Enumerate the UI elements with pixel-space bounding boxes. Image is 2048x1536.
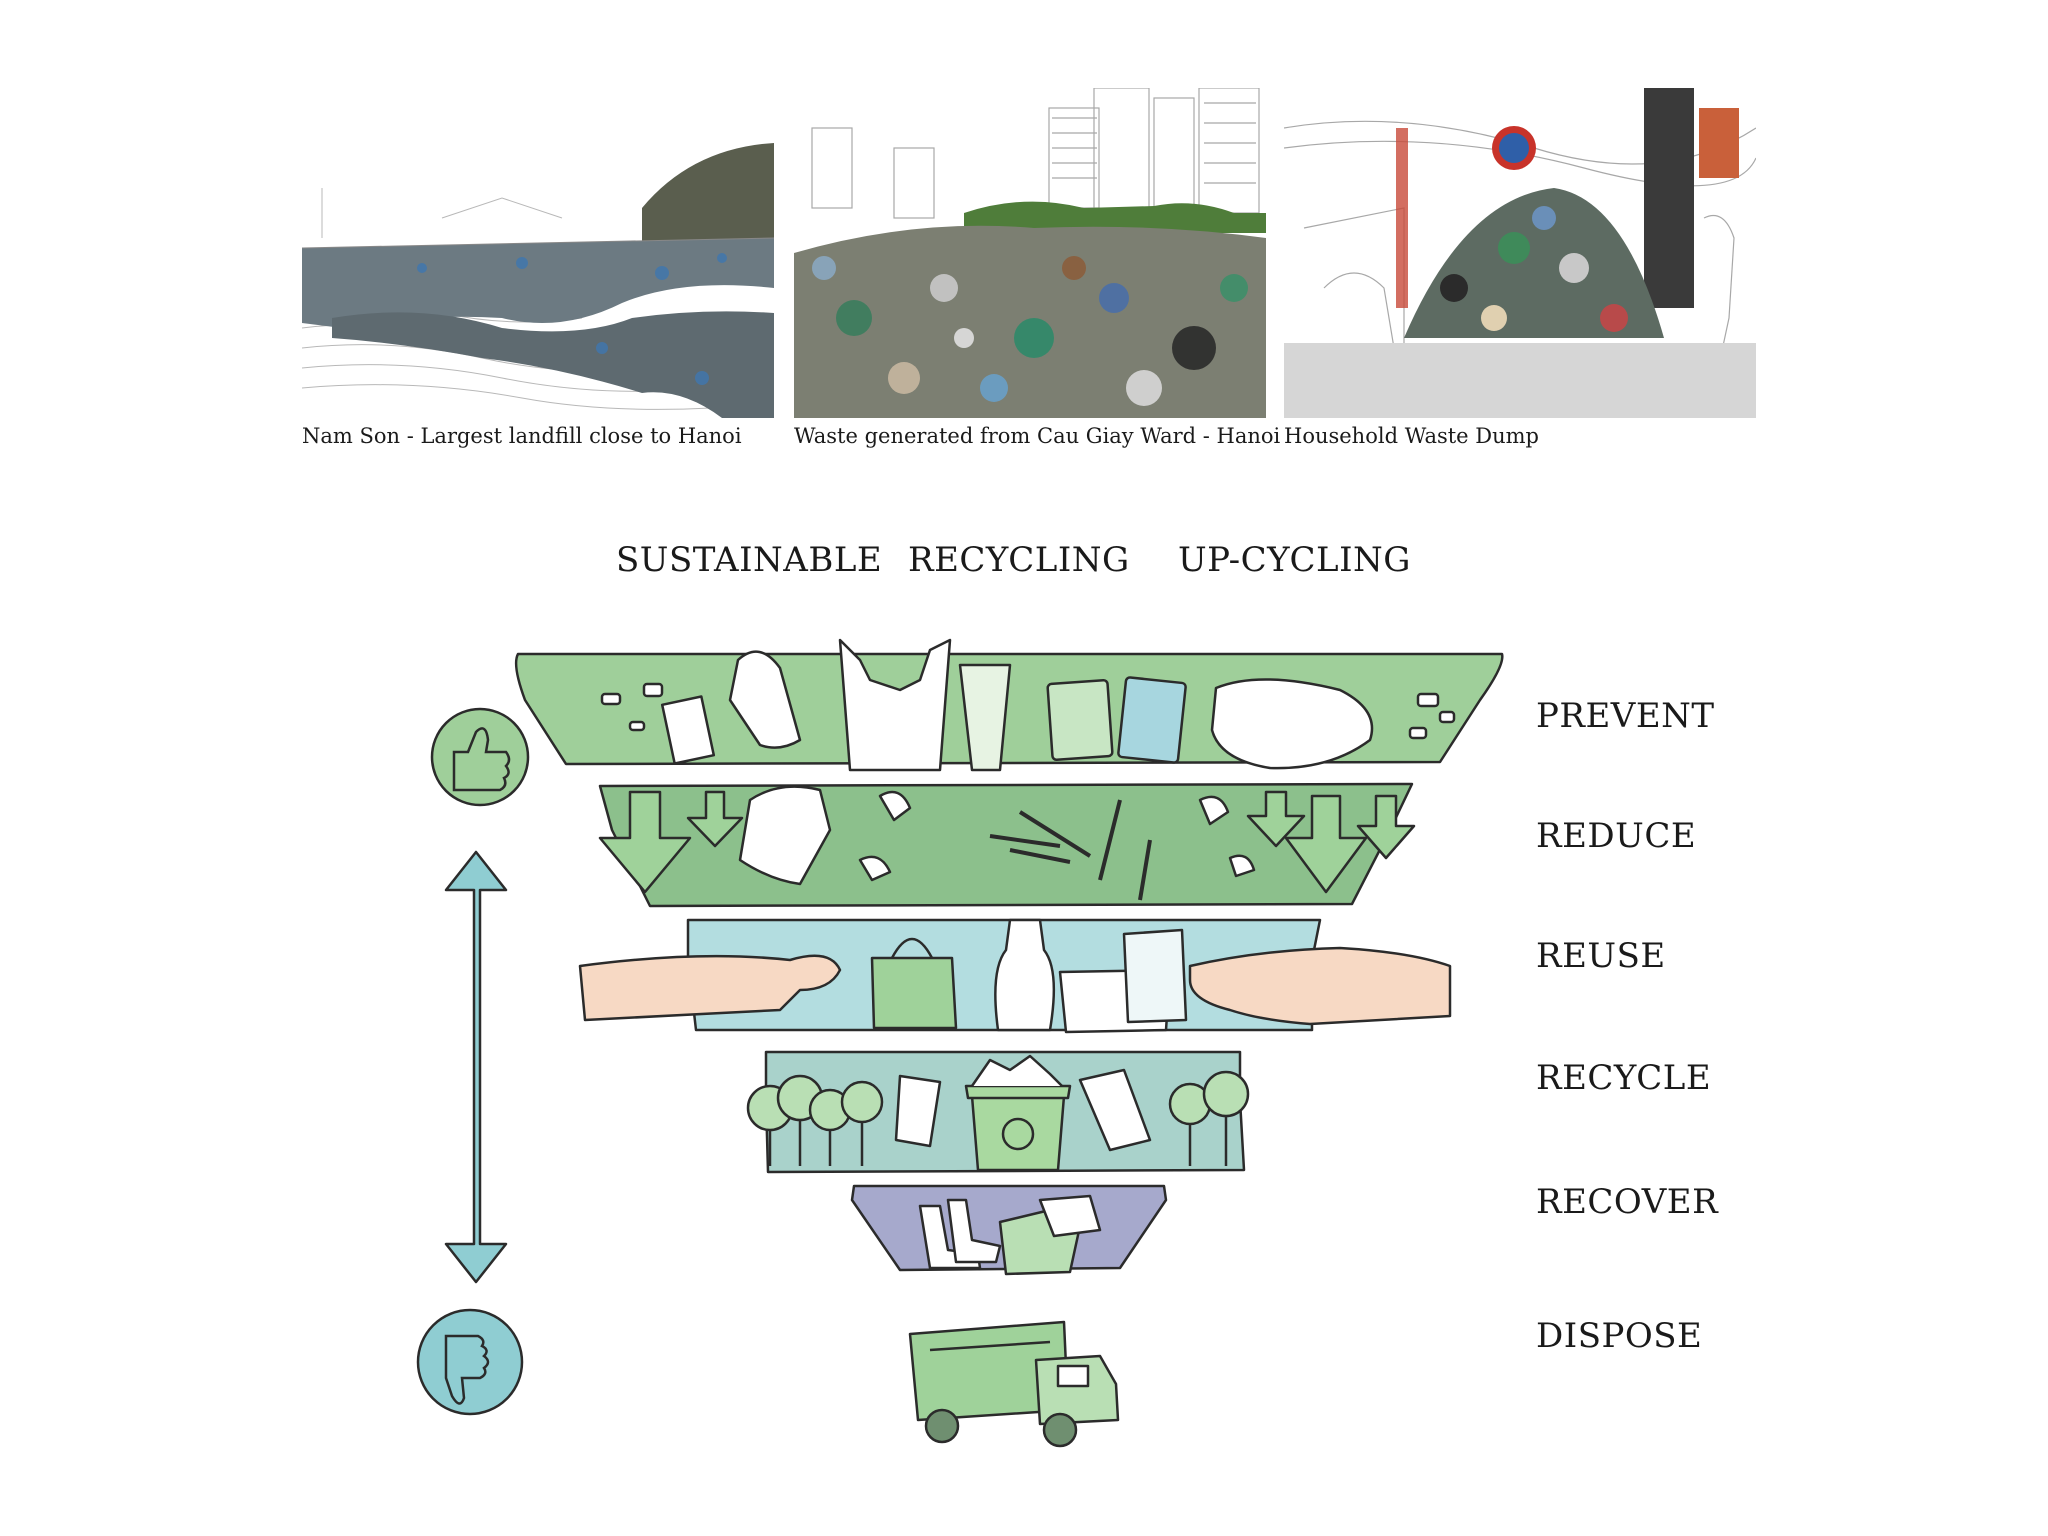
- prevent-items: [600, 638, 1456, 772]
- tote-bag: [870, 956, 958, 1030]
- photo-nam-son-landfill: [302, 88, 774, 418]
- jar: [1122, 928, 1188, 1024]
- photo-caption: Waste generated from Cau Giay Ward - Han…: [794, 424, 1281, 448]
- right-hand: [1188, 946, 1452, 1026]
- recycle-bin: [970, 1094, 1066, 1172]
- approach-label-sustainable: SUSTAINABLE: [616, 540, 883, 580]
- tier-label-reduce: REDUCE: [1536, 816, 1697, 856]
- garbage-truck-icon: [908, 1320, 1120, 1448]
- down-arrow-icon: [1246, 790, 1306, 848]
- recycle-items: [746, 1054, 1250, 1172]
- recover-items: [918, 1194, 1102, 1276]
- tier-label-dispose: DISPOSE: [1536, 1316, 1703, 1356]
- down-arrow-icon: [1284, 794, 1368, 894]
- tier-label-recycle: RECYCLE: [1536, 1058, 1712, 1098]
- thumbs-down-icon: [416, 1308, 524, 1416]
- tier-label-reuse: REUSE: [1536, 936, 1666, 976]
- approach-label-recycling: RECYCLING: [908, 540, 1130, 580]
- bottle: [994, 918, 1056, 1032]
- recycle-icon: [1001, 1117, 1035, 1151]
- tree-icon: [746, 1070, 1250, 1132]
- reuse-items: [578, 918, 1452, 1034]
- down-arrow-icon: [598, 790, 692, 894]
- reduce-items: [598, 785, 1416, 901]
- tier-label-prevent: PREVENT: [1536, 696, 1715, 736]
- tier-label-recover: RECOVER: [1536, 1182, 1719, 1222]
- down-arrow-icon: [686, 790, 744, 848]
- photo-cau-giay-waste: [794, 88, 1266, 418]
- thumbs-up-icon: [430, 707, 530, 807]
- left-hand: [578, 954, 842, 1022]
- photo-caption: Nam Son - Largest landfill close to Hano…: [302, 424, 742, 448]
- approach-label-up-cycling: UP-CYCLING: [1178, 540, 1411, 580]
- photo-caption: Household Waste Dump: [1284, 424, 1540, 448]
- double-arrow-icon: [444, 850, 508, 1284]
- photo-household-dump: [1284, 88, 1756, 418]
- down-arrow-icon: [1356, 794, 1416, 860]
